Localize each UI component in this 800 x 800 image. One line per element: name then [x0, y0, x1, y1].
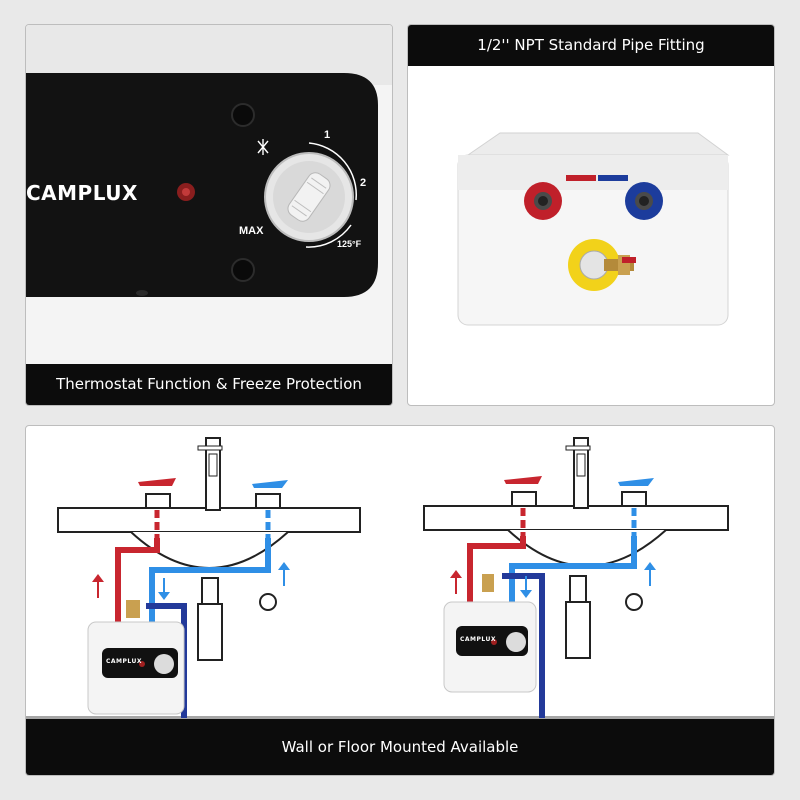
thermostat-illustration — [26, 25, 392, 405]
water-heater-floor — [443, 601, 537, 693]
heater-brand-wall: CAMPLUX — [106, 658, 143, 665]
dial-label-temp: 125°F — [337, 239, 362, 249]
bottom-button[interactable] — [231, 258, 255, 282]
pressure-relief-valve — [568, 239, 636, 291]
dial-label-max: MAX — [239, 225, 264, 237]
dial-label-2: 2 — [360, 177, 367, 189]
snowflake-icon — [257, 139, 269, 155]
dial-label-1: 1 — [324, 129, 331, 141]
fitting-panel: 1/2'' NPT Standard Pipe Fitting — [407, 24, 775, 406]
top-button[interactable] — [231, 103, 255, 127]
cold-inlet — [625, 182, 663, 220]
hot-inlet — [524, 182, 562, 220]
mounting-caption: Wall or Floor Mounted Available — [26, 719, 774, 775]
wall-mounted-diagram — [57, 437, 361, 718]
thermostat-panel: CAMPLUX 1 2 MAX 125°F Thermostat Functio… — [25, 24, 393, 406]
water-heater-wall — [87, 621, 185, 715]
fitting-illustration — [457, 132, 730, 326]
brand-logo: CAMPLUX — [26, 181, 138, 205]
fitting-caption: 1/2'' NPT Standard Pipe Fitting — [408, 25, 774, 66]
floor-mounted-diagram — [423, 437, 729, 718]
thermostat-caption: Thermostat Function & Freeze Protection — [26, 364, 392, 405]
thermostat-knob[interactable] — [264, 152, 354, 242]
heater-brand-floor: CAMPLUX — [460, 636, 497, 643]
mounting-panel: CAMPLUX CAMPLUX Wall or Floor Mounted Av… — [25, 425, 775, 776]
